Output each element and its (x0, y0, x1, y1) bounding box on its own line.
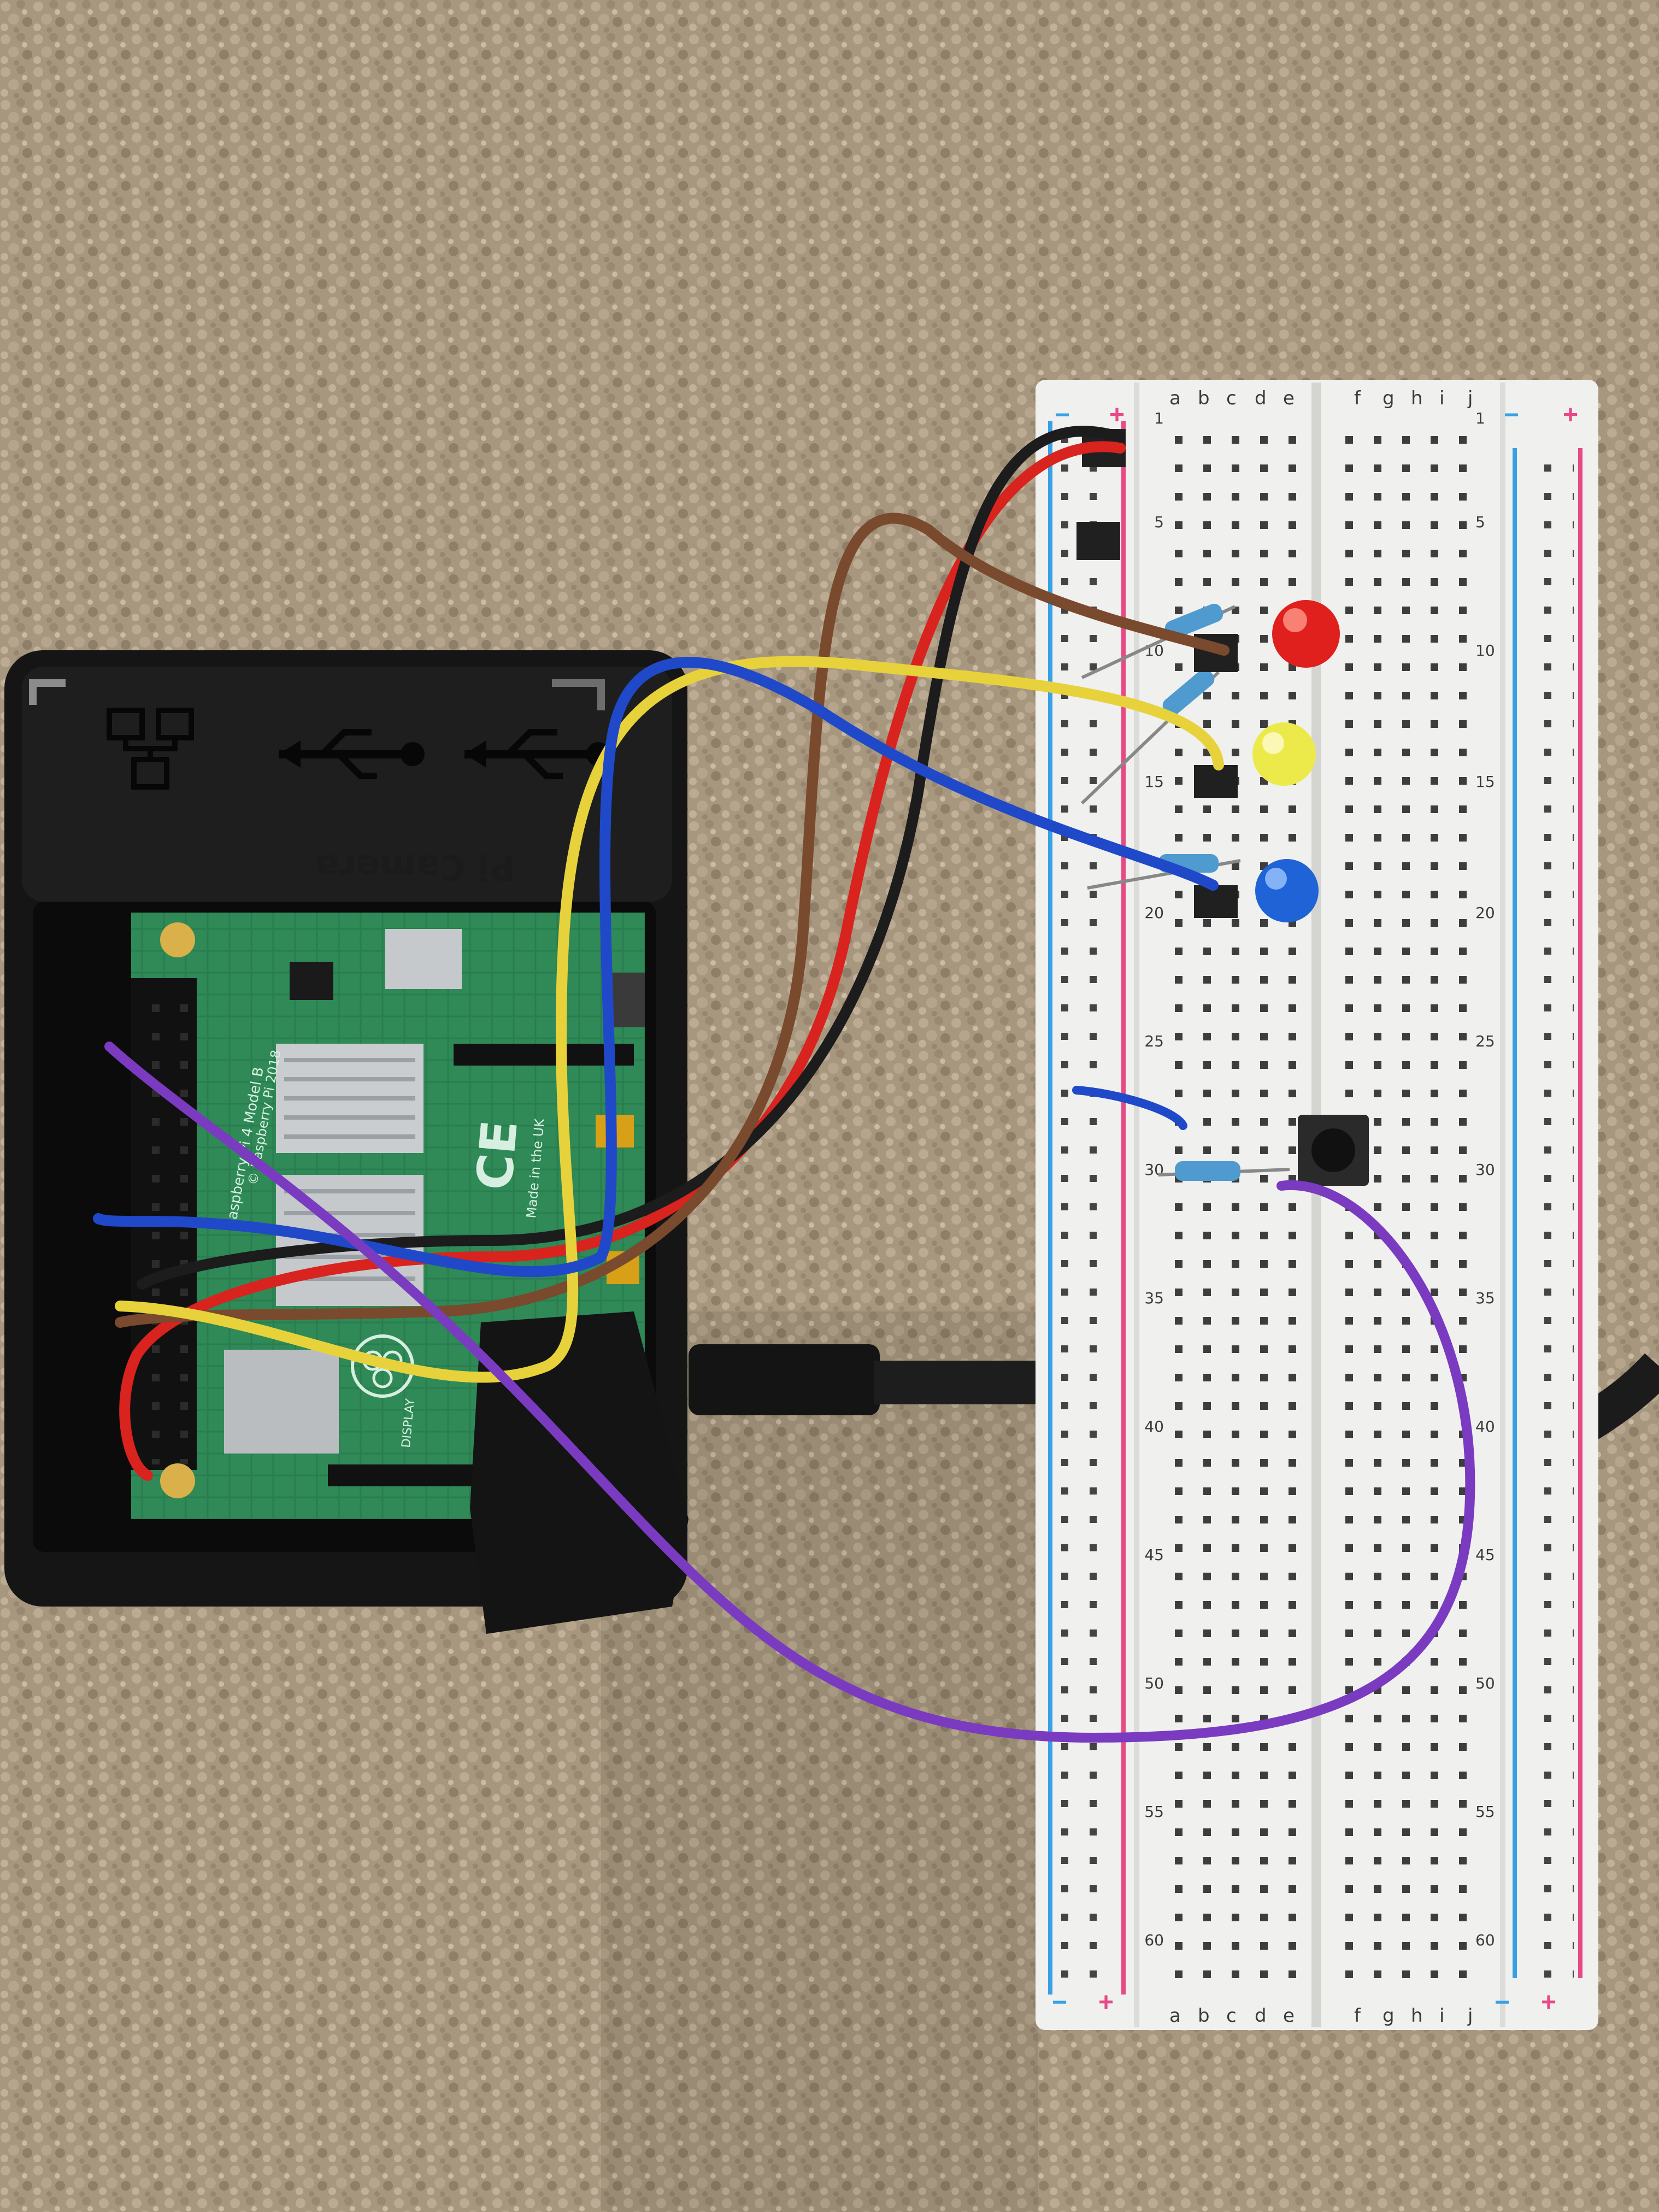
row-number: 20 (1144, 904, 1164, 922)
column-label: c (1226, 2005, 1237, 2027)
row-number: 10 (1475, 642, 1495, 660)
column-label: d (1255, 387, 1267, 409)
row-number: 35 (1144, 1289, 1164, 1307)
jumper-header (1194, 885, 1238, 918)
wifi-module (224, 1350, 339, 1454)
mounting-hole (160, 1463, 195, 1498)
rail-line-blue (1048, 421, 1052, 1995)
row-number: 50 (1475, 1674, 1495, 1692)
row-number: 25 (1475, 1032, 1495, 1050)
rail-line-blue (1513, 448, 1517, 1978)
short-blue-wire (1072, 1086, 1187, 1130)
chip (290, 962, 333, 1000)
row-number: 55 (1144, 1803, 1164, 1821)
column-label: d (1255, 2005, 1267, 2027)
row-number: 45 (1144, 1546, 1164, 1564)
column-label: h (1411, 387, 1423, 409)
column-label: e (1283, 387, 1295, 409)
row-number: 15 (1144, 773, 1164, 791)
column-label: b (1198, 2005, 1210, 2027)
brown-wire (115, 513, 1229, 1328)
column-label: e (1283, 2005, 1295, 2027)
electrical-tape (470, 1311, 689, 1634)
row-number: 40 (1475, 1417, 1495, 1436)
jumper-wires (93, 426, 1475, 1743)
resistor (1081, 603, 1236, 679)
rail-minus-label: − (1055, 401, 1070, 430)
row-number: 55 (1475, 1803, 1495, 1821)
rail-minus-label: − (1504, 401, 1519, 430)
heatsink (385, 929, 462, 989)
column-label: g (1382, 2005, 1395, 2027)
jumper-header (1076, 522, 1120, 560)
camera-label: Pi Camera (315, 846, 515, 887)
rail-plus-label: + (1541, 1988, 1556, 2017)
red-led (1272, 600, 1340, 668)
row-number: 15 (1475, 773, 1495, 791)
column-label: a (1169, 387, 1181, 409)
row-number: 50 (1144, 1674, 1164, 1692)
rail-line-red (1578, 448, 1582, 1978)
row-number: 5 (1475, 513, 1485, 531)
column-label: f (1354, 2005, 1361, 2027)
column-label: a (1169, 2005, 1181, 2027)
rail-minus-label: − (1495, 1988, 1510, 2017)
column-label: g (1382, 387, 1395, 409)
resistor (1158, 1161, 1290, 1181)
ce-mark: CE (466, 1118, 529, 1192)
jumper-header (1194, 765, 1238, 798)
yellow-led (1252, 722, 1316, 786)
column-label: i (1439, 2005, 1444, 2027)
row-number: 60 (1475, 1931, 1495, 1949)
row-number: 20 (1475, 904, 1495, 922)
column-label: b (1198, 387, 1210, 409)
purple-wire (104, 1042, 1475, 1743)
column-label: c (1226, 387, 1237, 409)
row-number: 60 (1144, 1931, 1164, 1949)
row-number: 1 (1475, 409, 1485, 427)
row-number: 35 (1475, 1289, 1495, 1307)
row-number: 5 (1154, 513, 1164, 531)
usb-icon (279, 729, 425, 779)
rail-plus-label: + (1109, 401, 1125, 430)
row-number: 30 (1475, 1161, 1495, 1179)
rail-plus-label: + (1563, 401, 1578, 430)
column-label: i (1439, 387, 1444, 409)
row-number: 40 (1144, 1417, 1164, 1436)
blue-led (1255, 859, 1319, 922)
resistor (1080, 669, 1220, 805)
row-number: 25 (1144, 1032, 1164, 1050)
red-wire (119, 441, 1126, 1481)
blue-wire (93, 657, 1219, 1278)
ethernet-port-icon (107, 708, 194, 790)
column-label: j (1467, 387, 1473, 409)
column-label: j (1467, 2005, 1473, 2027)
mounting-hole (160, 922, 195, 957)
rail-plus-label: + (1098, 1988, 1114, 2017)
black-wire (137, 426, 1126, 1290)
breadboard: a b c d e f g h i j a b c d e f g h i j … (1036, 380, 1598, 2030)
rail-minus-label: − (1052, 1988, 1067, 2017)
column-label: f (1354, 387, 1361, 409)
push-button[interactable] (1298, 1115, 1369, 1186)
column-label: h (1411, 2005, 1423, 2027)
row-number: 1 (1154, 409, 1164, 427)
rail-line-red (1121, 421, 1126, 1995)
row-number: 45 (1475, 1546, 1495, 1564)
yellow-wire (115, 656, 1224, 1383)
